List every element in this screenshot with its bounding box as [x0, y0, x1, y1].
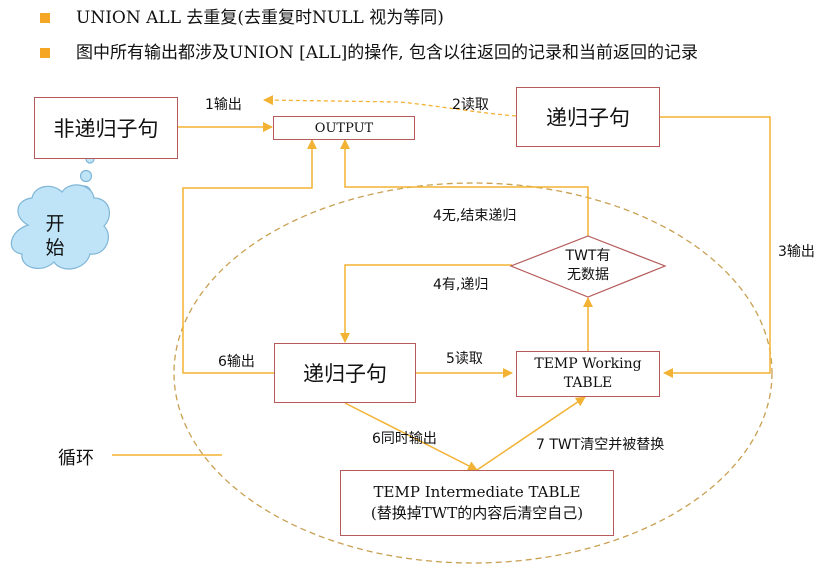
start-label: 开 始 [40, 212, 70, 260]
recursive-clause-label-top: 递归子句 [546, 106, 630, 130]
twt-decision-line1: TWT有 [565, 248, 611, 264]
edge-label-7: 7 TWT清空并被替换 [536, 437, 665, 453]
loop-ellipse [173, 182, 773, 564]
temp-intermediate-line1: TEMP Intermediate TABLE [373, 483, 581, 501]
edge-6-output [182, 139, 317, 374]
non-recursive-clause-box: 非递归子句 [34, 97, 178, 159]
output-label: OUTPUT [314, 120, 374, 136]
edge-label-4-end: 4无,结束递归 [433, 208, 517, 224]
start-cloud [10, 154, 111, 270]
twt-decision-line2: 无数据 [567, 267, 609, 283]
edge-label-1: 1输出 [205, 97, 242, 113]
start-line2: 始 [45, 237, 65, 259]
edge-4-recur [340, 264, 512, 343]
bullet-marker [40, 13, 50, 23]
bullet-text: UNION ALL 去重复(去重复时NULL 视为等同) [76, 8, 444, 28]
start-line1: 开 [45, 213, 65, 235]
edge-label-2: 2读取 [452, 97, 489, 113]
twt-decision-text: TWT有 无数据 [540, 247, 636, 285]
edge-label-6-out: 6输出 [218, 354, 255, 370]
recursive-clause-box-loop: 递归子句 [274, 343, 416, 403]
temp-working-table-box: TEMP Working TABLE [516, 351, 660, 397]
recursive-clause-box-top: 递归子句 [516, 87, 660, 147]
temp-working-line2: TABLE [563, 375, 613, 391]
edge-label-6-sync: 6同时输出 [372, 431, 437, 447]
edge-7-replace [476, 396, 586, 471]
edge-4-end [340, 139, 589, 236]
twt-decision-diamond [509, 235, 667, 298]
edge-label-5: 5读取 [446, 351, 483, 367]
edge-label-4-recur: 4有,递归 [433, 277, 489, 293]
bullet-marker [40, 48, 50, 58]
bullet-text: 图中所有输出都涉及UNION [ALL]的操作, 包含以往返回的记录和当前返回的… [76, 43, 699, 63]
recursive-clause-label-loop: 递归子句 [303, 362, 387, 386]
temp-intermediate-line2: (替换掉TWT的内容后清空自己) [370, 504, 584, 522]
output-box: OUTPUT [273, 116, 415, 140]
edge-label-3: 3输出 [778, 244, 815, 260]
edge-3-output [659, 116, 771, 378]
non-recursive-clause-label: 非递归子句 [53, 117, 159, 141]
edge-2-read [263, 95, 517, 117]
loop-label: 循环 [58, 448, 94, 469]
temp-intermediate-table-box: TEMP Intermediate TABLE (替换掉TWT的内容后清空自己) [340, 470, 614, 536]
temp-working-line1: TEMP Working [534, 356, 642, 372]
edge-6-sync [344, 402, 478, 471]
